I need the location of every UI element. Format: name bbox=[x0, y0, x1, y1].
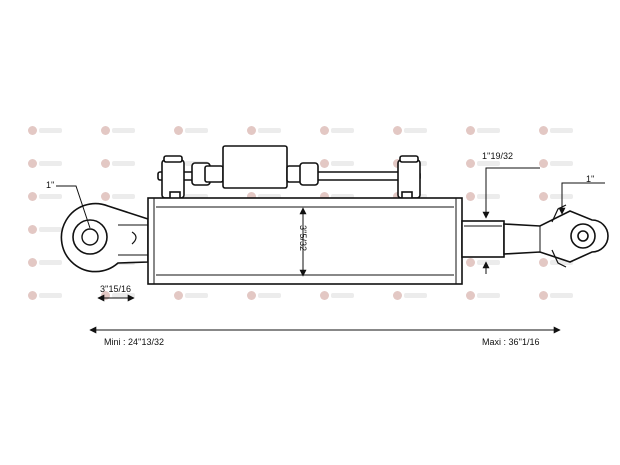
sparex-logo-icon bbox=[320, 291, 354, 300]
sparex-logo-icon bbox=[101, 159, 135, 168]
right-eye-joint bbox=[503, 204, 609, 268]
sparex-logo-icon bbox=[320, 192, 354, 201]
sparex-logo-icon bbox=[28, 192, 62, 201]
top-valve-assembly bbox=[157, 145, 421, 200]
left-eye-joint bbox=[60, 202, 149, 273]
sparex-logo-icon bbox=[466, 291, 500, 300]
sparex-logo-icon bbox=[539, 126, 573, 135]
leader-pin-right bbox=[558, 182, 605, 215]
label-length-min: Mini : 24''13/32 bbox=[104, 337, 164, 347]
sparex-logo-icon bbox=[28, 225, 62, 234]
label-tube-diameter: 3''5/32 bbox=[298, 225, 308, 251]
label-eye-length: 3''15/16 bbox=[100, 284, 131, 294]
sparex-logo-icon bbox=[101, 126, 135, 135]
label-length-max: Maxi : 36''1/16 bbox=[482, 337, 540, 347]
label-pin-right: 1'' bbox=[586, 174, 595, 184]
sparex-logo-icon bbox=[320, 126, 354, 135]
sparex-logo-icon bbox=[247, 192, 281, 201]
sparex-logo-icon bbox=[393, 126, 427, 135]
sparex-logo-icon bbox=[466, 126, 500, 135]
sparex-logo-icon bbox=[393, 291, 427, 300]
sparex-logo-icon bbox=[247, 291, 281, 300]
sparex-logo-icon bbox=[174, 291, 208, 300]
sparex-logo-icon bbox=[539, 291, 573, 300]
label-rod-diameter: 1''19/32 bbox=[482, 151, 513, 161]
sparex-logo-icon bbox=[466, 192, 500, 201]
label-pin-left: 1'' bbox=[46, 180, 55, 190]
sparex-logo-icon bbox=[28, 159, 62, 168]
sparex-logo-icon bbox=[320, 159, 354, 168]
dim-rod-diameter bbox=[482, 167, 540, 219]
sparex-logo-icon bbox=[28, 126, 62, 135]
sparex-logo-icon bbox=[174, 126, 208, 135]
sparex-logo-icon bbox=[101, 192, 135, 201]
sparex-logo-icon bbox=[466, 159, 500, 168]
leader-pin-left bbox=[56, 185, 91, 229]
sparex-logo-icon bbox=[28, 291, 62, 300]
sparex-logo-icon bbox=[247, 126, 281, 135]
piston-rod bbox=[461, 220, 505, 258]
sparex-logo-icon bbox=[539, 159, 573, 168]
sparex-logo-icon bbox=[28, 258, 62, 267]
sparex-logo-icon bbox=[539, 258, 573, 267]
